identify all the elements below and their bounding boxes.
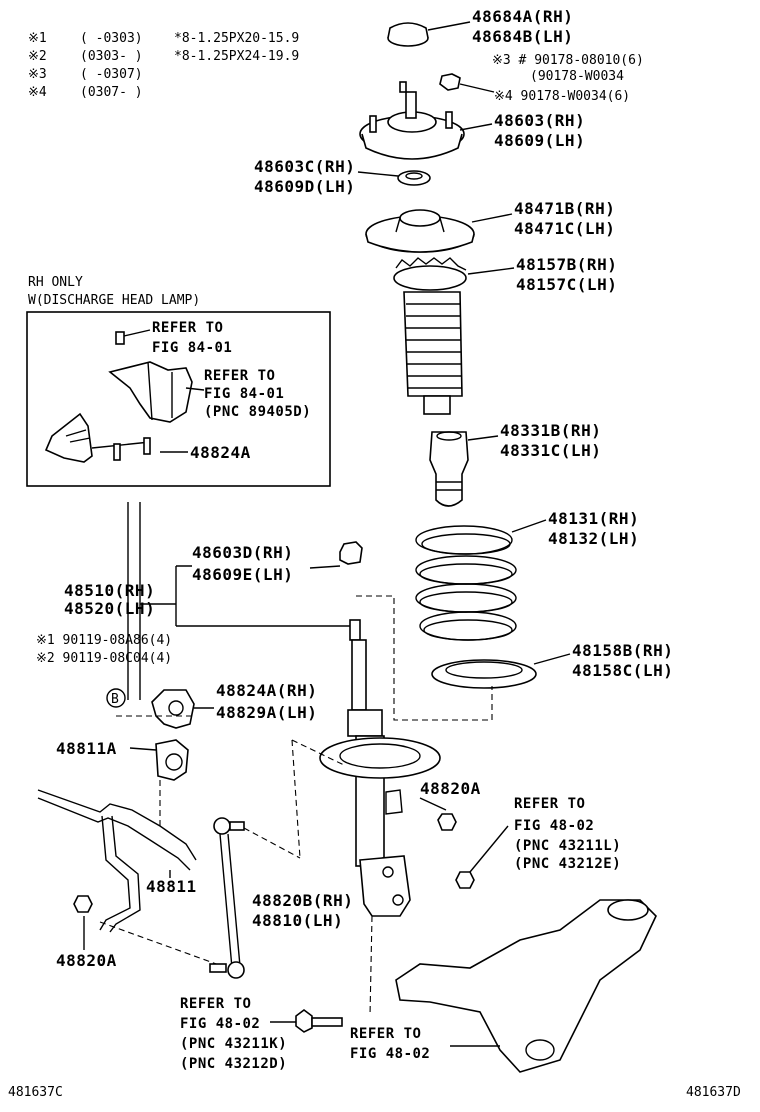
- mount-nut-part: [439, 73, 461, 91]
- bearing-part: [397, 170, 431, 186]
- label-48471B: 48471B(RH): [514, 199, 615, 218]
- label-48820B: 48820B(RH): [252, 891, 353, 910]
- stabilizer-bar-part: [37, 789, 197, 933]
- bottom-bolt-part: [295, 1009, 343, 1033]
- label-48811A: 48811A: [56, 739, 117, 758]
- dust-cap-part: [387, 22, 429, 47]
- stabilizer-link-part: [209, 817, 245, 979]
- label-48157C: 48157C(LH): [516, 275, 617, 294]
- label-48684A: 48684A(RH): [472, 7, 573, 26]
- upper-spring-seat-part: [365, 209, 475, 253]
- label-48603: 48603(RH): [494, 111, 585, 130]
- bump-stopper-part: [429, 431, 469, 507]
- callout-b-letter: B: [111, 692, 119, 707]
- lower-insulator-part: [431, 659, 537, 689]
- ref-right-line2: FIG 48-02: [514, 818, 594, 834]
- label-48609E: 48609E(LH): [192, 565, 293, 584]
- inset-ref2-line3: (PNC 89405D): [204, 404, 311, 420]
- knuckle-nut-part: [455, 871, 475, 889]
- legend-range-2: (0303- ): [80, 49, 143, 64]
- label-48609D: 48609D(LH): [254, 177, 355, 196]
- ref-right-line3: (PNC 43211L): [514, 838, 621, 854]
- strut-nut-part: [339, 541, 363, 565]
- strut-mount-part: [359, 81, 465, 160]
- label-48820A-right: 48820A: [420, 779, 481, 798]
- label-48158C: 48158C(LH): [572, 661, 673, 680]
- ref-center-line2: FIG 48-02: [350, 1046, 430, 1062]
- label-48331B: 48331B(RH): [500, 421, 601, 440]
- label-48331C: 48331C(LH): [500, 441, 601, 460]
- legend-mark-3: ※3: [28, 67, 47, 82]
- bellows-boot-part: [403, 291, 463, 415]
- label-48157B: 48157B(RH): [516, 255, 617, 274]
- steering-knuckle-part: [395, 899, 657, 1073]
- label-48684B: 48684B(LH): [472, 27, 573, 46]
- label-note3b: (90178-W0034: [530, 69, 624, 84]
- inset-ref2-line1: REFER TO: [204, 368, 275, 384]
- coil-spring-part: [415, 525, 517, 641]
- legend-range-1: ( -0303): [80, 31, 143, 46]
- label-48131: 48131(RH): [548, 509, 639, 528]
- label-48132: 48132(LH): [548, 529, 639, 548]
- label-note4: ※4 90178-W0034(6): [494, 89, 630, 104]
- ref-center-line1: REFER TO: [350, 1026, 421, 1042]
- label-inset-48824A: 48824A: [190, 443, 251, 462]
- ref-right-line1: REFER TO: [514, 796, 585, 812]
- label-48520: 48520(LH): [64, 599, 155, 618]
- inset-sensor-part: [44, 331, 193, 463]
- legend-mark-1: ※1: [28, 31, 47, 46]
- ref-bottom-line4: (PNC 43212D): [180, 1056, 287, 1072]
- label-note3a: ※3 # 90178-08010(6): [492, 53, 644, 68]
- spring-insulator-part: [393, 257, 467, 291]
- stabilizer-bracket-part: B: [106, 688, 196, 729]
- figure-code-left: 481637C: [8, 1085, 63, 1100]
- label-48603C: 48603C(RH): [254, 157, 355, 176]
- ref-bottom-line3: (PNC 43211K): [180, 1036, 287, 1052]
- inset-title-2: W(DISCHARGE HEAD LAMP): [28, 293, 200, 308]
- label-48603D: 48603D(RH): [192, 543, 293, 562]
- ref-right-line4: (PNC 43212E): [514, 856, 621, 872]
- shock-absorber-part: [319, 619, 441, 917]
- label-48810: 48810(LH): [252, 911, 343, 930]
- stabilizer-bushing-part: [155, 739, 189, 781]
- legend-mark-2: ※2: [28, 49, 47, 64]
- label-48471C: 48471C(LH): [514, 219, 615, 238]
- label-48824A: 48824A(RH): [216, 681, 317, 700]
- inset-box: [26, 311, 331, 487]
- inset-ref1-line1: REFER TO: [152, 320, 223, 336]
- legend-range-4: (0307- ): [80, 85, 143, 100]
- label-48158B: 48158B(RH): [572, 641, 673, 660]
- label-bolt1: ※1 90119-08A86(4): [36, 633, 172, 648]
- legend-range-3: ( -0307): [80, 67, 143, 82]
- label-bolt2: ※2 90119-08C04(4): [36, 651, 172, 666]
- legend-bolt-1: *8-1.25PX20-15.9: [174, 31, 299, 46]
- inset-title-1: RH ONLY: [28, 275, 83, 290]
- label-48609: 48609(LH): [494, 131, 585, 150]
- link-nut-part: [437, 813, 457, 831]
- label-48510: 48510(RH): [64, 581, 155, 600]
- inset-ref2-line2: FIG 84-01: [204, 386, 284, 402]
- legend: ※1 ( -0303) *8-1.25PX20-15.9 ※2 (0303- )…: [28, 31, 299, 100]
- legend-bolt-2: *8-1.25PX24-19.9: [174, 49, 299, 64]
- label-48820A-left: 48820A: [56, 951, 117, 970]
- ref-bottom-line2: FIG 48-02: [180, 1016, 260, 1032]
- label-48829A: 48829A(LH): [216, 703, 317, 722]
- legend-mark-4: ※4: [28, 85, 47, 100]
- stabilizer-nut-part: [73, 895, 93, 913]
- label-48811: 48811: [146, 877, 197, 896]
- inset-ref1-line2: FIG 84-01: [152, 340, 232, 356]
- callout-b-circle: [106, 688, 126, 708]
- ref-bottom-line1: REFER TO: [180, 996, 251, 1012]
- figure-code-right: 481637D: [686, 1085, 741, 1100]
